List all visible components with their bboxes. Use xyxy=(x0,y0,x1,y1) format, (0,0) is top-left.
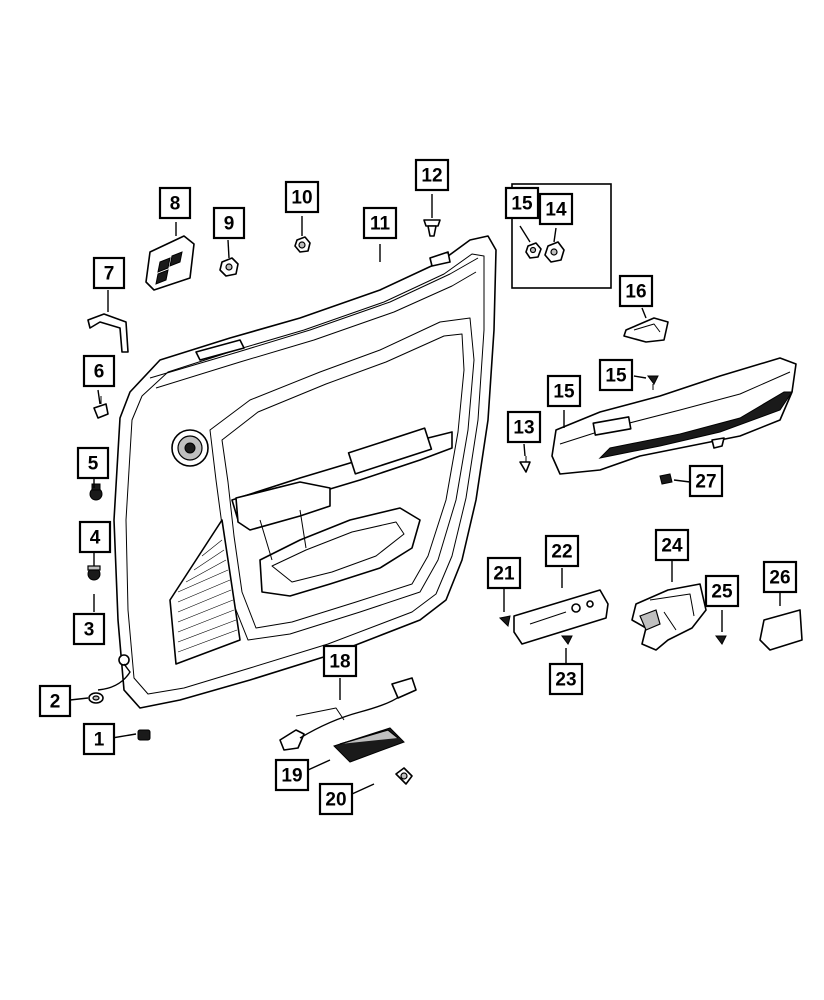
callout-9: 9 xyxy=(212,206,246,240)
screw-16 xyxy=(647,375,659,390)
callout-22: 22 xyxy=(544,534,580,568)
nut-10 xyxy=(294,236,311,253)
callout-24: 24 xyxy=(654,528,690,562)
callout-label: 15 xyxy=(511,194,533,215)
callout-27: 27 xyxy=(688,464,724,498)
callout-label: 3 xyxy=(84,620,95,641)
nut-14 xyxy=(544,241,565,263)
screw-25 xyxy=(715,635,727,645)
callout-label: 8 xyxy=(170,194,181,215)
callout-label: 21 xyxy=(493,564,515,585)
callout-18: 18 xyxy=(322,644,358,678)
callout-2: 2 xyxy=(38,684,72,718)
screw-21 xyxy=(498,615,511,628)
switch-bezel xyxy=(145,235,195,291)
callout-label: 22 xyxy=(551,542,572,563)
callout-7: 7 xyxy=(92,256,126,290)
leader-lines xyxy=(69,194,781,795)
speaker-grille xyxy=(171,429,209,467)
armrest-15 xyxy=(551,357,797,475)
clip-27 xyxy=(659,473,673,485)
callout-label: 1 xyxy=(94,730,105,751)
callout-label: 16 xyxy=(625,282,646,303)
callout-11: 11 xyxy=(362,206,398,240)
callout-label: 2 xyxy=(50,692,61,713)
screw-13 xyxy=(519,456,531,473)
callout-6: 6 xyxy=(82,354,116,388)
callout-13: 13 xyxy=(506,410,542,444)
callout-label: 4 xyxy=(90,528,101,549)
nut-9 xyxy=(219,257,239,277)
callout-20: 20 xyxy=(318,782,354,816)
callout-17: 16 xyxy=(618,274,654,308)
callout-label: 11 xyxy=(370,214,391,235)
nut-15-boxed xyxy=(525,242,542,259)
callout-4: 4 xyxy=(78,520,112,554)
callout-25: 25 xyxy=(704,574,740,608)
callout-label: 26 xyxy=(769,568,790,589)
callout-14: 14 xyxy=(538,192,574,226)
reinforcement-24 xyxy=(631,583,707,651)
callout-label: 23 xyxy=(555,670,576,691)
callout-21: 21 xyxy=(486,556,522,590)
callout-label: 20 xyxy=(325,790,346,811)
screw-23 xyxy=(561,635,573,645)
callout-8: 8 xyxy=(158,186,192,220)
callout-label: 6 xyxy=(94,362,105,383)
clip-5 xyxy=(89,483,103,501)
door-trim-panel xyxy=(113,235,497,709)
light-module-19 xyxy=(333,727,405,763)
callout-15-boxed: 15 xyxy=(504,186,540,220)
callout-label: 15 xyxy=(605,366,627,387)
callout-label: 5 xyxy=(88,454,99,475)
trim-piece-17 xyxy=(623,317,669,343)
bracket-22 xyxy=(513,589,609,645)
clip-4 xyxy=(87,565,101,581)
callout-5: 5 xyxy=(76,446,110,480)
callout-label: 9 xyxy=(224,214,235,235)
callout-label: 10 xyxy=(291,188,312,209)
callout-label: 15 xyxy=(553,382,575,403)
callout-label: 18 xyxy=(329,652,350,673)
callout-1: 1 xyxy=(82,722,116,756)
callout-23: 23 xyxy=(548,662,584,696)
pad-26 xyxy=(759,609,803,651)
callout-label: 7 xyxy=(104,264,115,285)
grommet-2 xyxy=(88,692,104,704)
group-box-14-15 xyxy=(511,183,612,289)
callout-10: 10 xyxy=(284,180,320,214)
callout-label: 27 xyxy=(695,472,716,493)
clip-6 xyxy=(93,396,109,419)
callout-16: 15 xyxy=(598,358,634,392)
wire-harness-18 xyxy=(279,677,417,751)
bracket-7 xyxy=(87,313,129,353)
callout-19: 19 xyxy=(274,758,310,792)
callout-label: 25 xyxy=(711,582,733,603)
callout-label: 24 xyxy=(661,536,683,557)
push-pin-12 xyxy=(423,219,441,237)
callout-3: 3 xyxy=(72,612,106,646)
callout-label: 13 xyxy=(513,418,534,439)
callout-label: 19 xyxy=(281,766,302,787)
screw-1 xyxy=(137,729,151,741)
callout-12: 12 xyxy=(414,158,450,192)
callout-26: 26 xyxy=(762,560,798,594)
callout-label: 14 xyxy=(545,200,567,221)
callout-label: 12 xyxy=(421,166,442,187)
bulb-20 xyxy=(395,767,413,785)
callout-15: 15 xyxy=(546,374,582,408)
